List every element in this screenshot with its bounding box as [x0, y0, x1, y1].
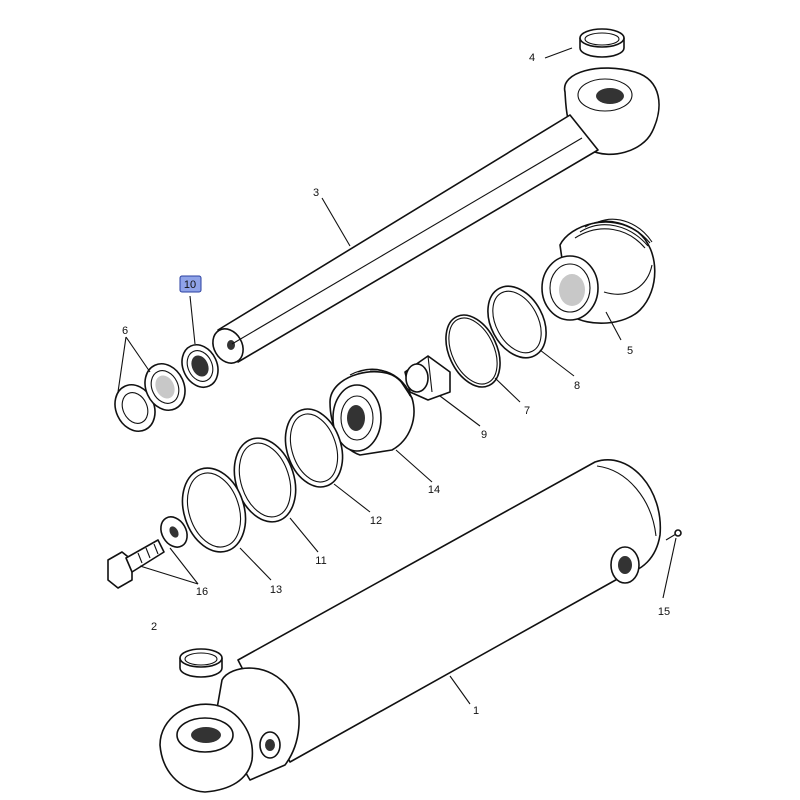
part-11-wear-ring[interactable] [224, 430, 306, 530]
leader-lines [117, 47, 677, 705]
part-6-wiper-seals[interactable] [108, 357, 193, 438]
callout-14[interactable]: 14 [428, 484, 440, 496]
highlight-box-part-10 [179, 275, 202, 293]
part-9-nut[interactable] [404, 355, 451, 401]
part-8-backup-ring[interactable] [476, 276, 558, 368]
callout-8[interactable]: 8 [574, 380, 580, 392]
callout-16[interactable]: 16 [196, 586, 208, 598]
part-10-seal[interactable] [175, 339, 224, 393]
callout-11[interactable]: 11 [315, 555, 326, 567]
callout-6[interactable]: 6 [122, 325, 128, 337]
callout-5[interactable]: 5 [627, 345, 633, 357]
callout-labels: 1 2 3 4 5 6 7 8 9 10 11 12 13 14 15 16 [122, 52, 670, 717]
callout-9[interactable]: 9 [481, 429, 487, 441]
callout-13[interactable]: 13 [270, 584, 282, 596]
callout-12[interactable]: 12 [370, 515, 382, 527]
callout-15[interactable]: 15 [658, 606, 670, 618]
callout-3[interactable]: 3 [313, 187, 319, 199]
part-1-cylinder-barrel[interactable] [159, 459, 662, 793]
part-12-seal-ring[interactable] [276, 402, 352, 495]
part-5-gland[interactable] [541, 218, 656, 325]
part-4-bush[interactable] [579, 28, 625, 58]
callout-4[interactable]: 4 [529, 52, 535, 64]
part-13-seal-ring[interactable] [172, 460, 256, 560]
callout-1[interactable]: 1 [473, 705, 479, 717]
part-3-piston-rod[interactable] [207, 67, 660, 369]
callout-2[interactable]: 2 [151, 621, 157, 633]
callout-7[interactable]: 7 [524, 405, 530, 417]
part-14-piston[interactable] [329, 368, 415, 456]
part-15-grease-nipple[interactable] [665, 529, 682, 541]
part-2-bush[interactable] [179, 648, 223, 678]
part-7-o-ring[interactable] [435, 306, 511, 395]
part-16-bolt-and-washer[interactable] [107, 512, 192, 589]
callout-10[interactable]: 10 [184, 279, 196, 291]
